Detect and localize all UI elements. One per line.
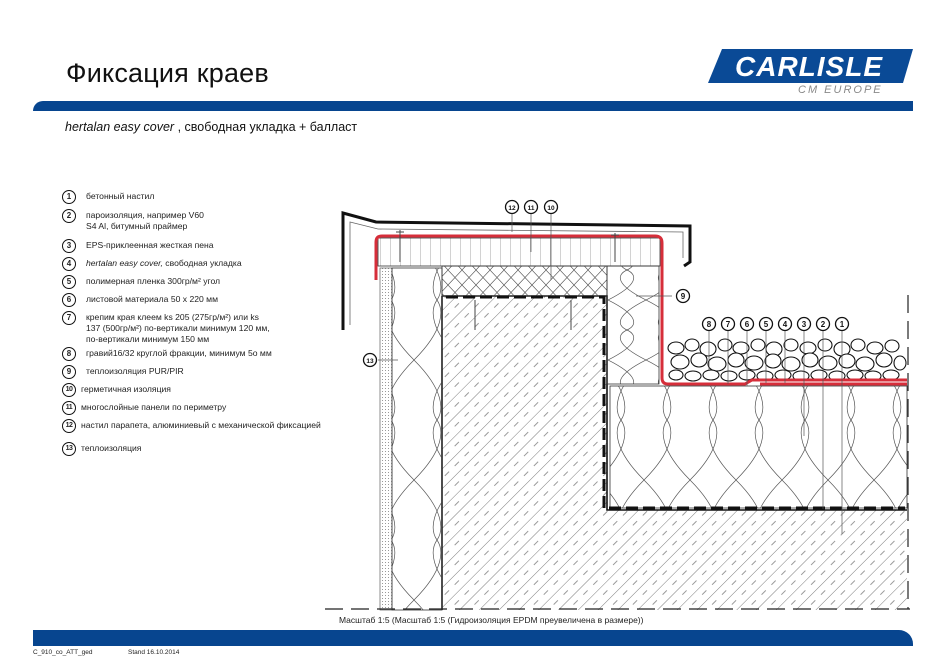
subtitle-text: , свободная укладка + балласт <box>174 120 358 134</box>
drawing-code: C_910_co_ATT_ged <box>33 649 93 656</box>
scale-note: Масштаб 1:5 (Масштаб 1:5 (Гидроизоляция … <box>339 615 644 625</box>
svg-text:3: 3 <box>802 320 807 329</box>
carlisle-logo-mark: CARLISLE <box>708 49 913 83</box>
callout-number: 10 <box>62 383 76 397</box>
svg-text:11: 11 <box>528 205 535 212</box>
svg-text:10: 10 <box>547 205 555 212</box>
page-title: Фиксация краев <box>66 58 269 88</box>
callout-number: 12 <box>62 419 76 433</box>
header-band <box>33 101 913 111</box>
callout-number: 7 <box>62 311 76 325</box>
roof-edge-section-drawing: 12 11 10 9 13 8 7 6 5 4 3 2 1 <box>325 199 910 611</box>
callout-number: 5 <box>62 275 76 289</box>
svg-text:7: 7 <box>726 320 731 329</box>
drawing-date: Stand 16.10.2014 <box>128 649 180 656</box>
svg-text:6: 6 <box>745 320 750 329</box>
callout-number: 1 <box>62 190 76 204</box>
svg-text:13: 13 <box>366 358 374 365</box>
gravel-ballast <box>667 338 907 382</box>
svg-text:8: 8 <box>707 320 712 329</box>
callout-number: 4 <box>62 257 76 271</box>
callout-number: 9 <box>62 365 76 379</box>
callout-number: 8 <box>62 347 76 361</box>
svg-text:1: 1 <box>840 320 845 329</box>
svg-text:12: 12 <box>508 205 516 212</box>
callout-number: 6 <box>62 293 76 307</box>
logo-brand-text: CARLISLE <box>735 51 883 82</box>
callout-number: 2 <box>62 209 76 223</box>
callout-number: 11 <box>62 401 76 415</box>
epdm-membrane <box>374 234 907 386</box>
svg-text:4: 4 <box>783 320 788 329</box>
product-name: hertalan easy cover <box>65 120 175 134</box>
footer-band <box>33 630 913 646</box>
logo-subtitle: CM EUROPE <box>798 84 883 96</box>
svg-text:5: 5 <box>764 320 769 329</box>
svg-text:9: 9 <box>681 292 686 301</box>
callout-number: 13 <box>62 442 76 456</box>
svg-text:2: 2 <box>821 320 826 329</box>
callout-number: 3 <box>62 239 76 253</box>
page-subtitle: hertalan easy cover , свободная укладка … <box>65 120 357 134</box>
